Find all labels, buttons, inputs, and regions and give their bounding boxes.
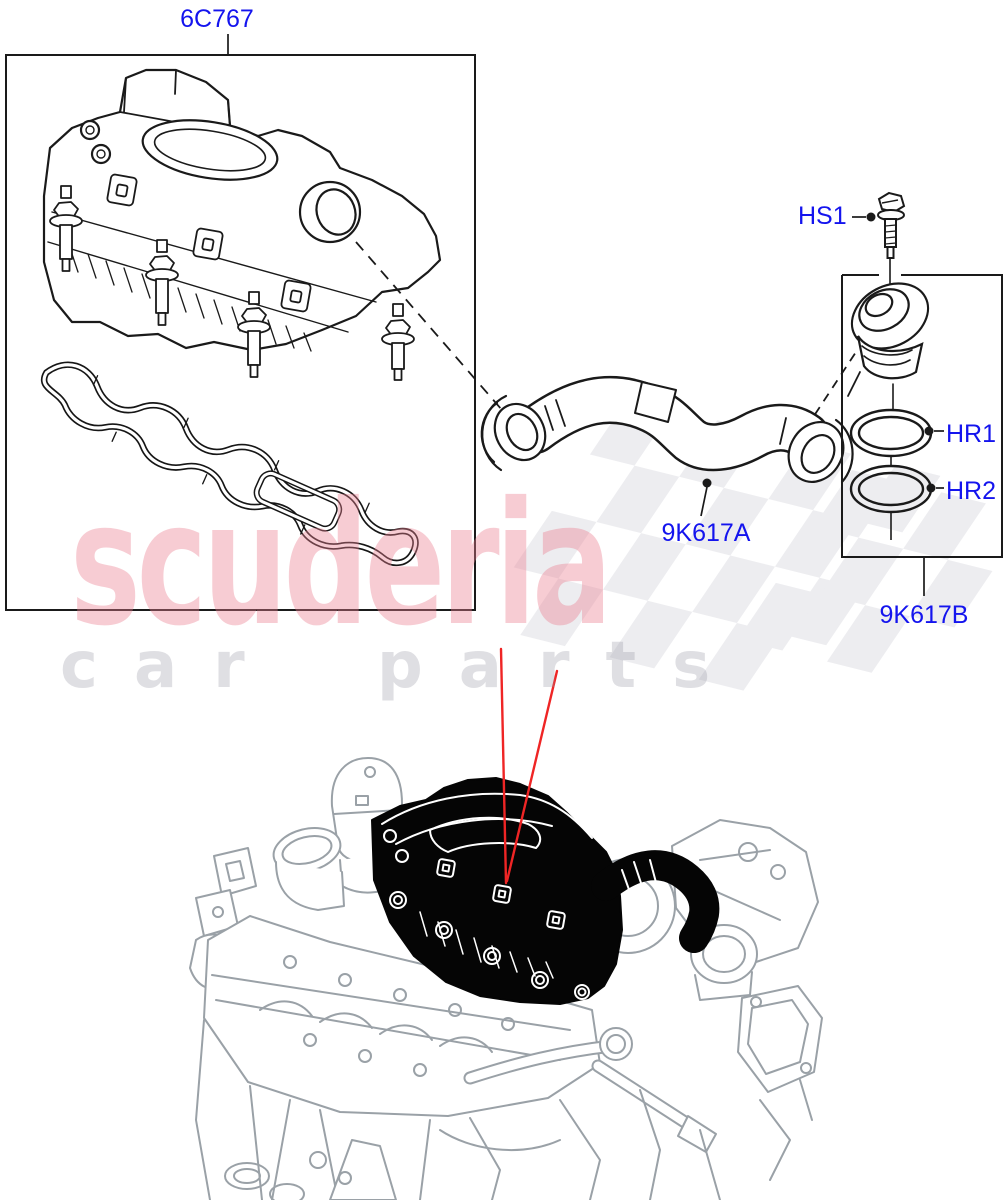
connector-kit-frame (841, 274, 1003, 558)
part-label-connector-kit[interactable]: 9K617B (879, 601, 969, 629)
cover-stud (49, 185, 415, 381)
part-label-hose[interactable]: 9K617A (661, 519, 751, 547)
label-leaders (227, 34, 944, 596)
camshaft-cover-drawing (42, 68, 442, 381)
oring-hr1-drawing (849, 408, 933, 466)
gasket-drawing (41, 361, 419, 567)
highlighted-cover-on-engine (371, 777, 720, 1005)
part-label-screw[interactable]: HS1 (798, 202, 847, 230)
part-label-oring-top[interactable]: HR1 (946, 420, 997, 448)
connector-plug-drawing (847, 282, 930, 411)
part-label-oring-bottom[interactable]: HR2 (946, 477, 997, 505)
checker-flag-watermark (513, 398, 993, 691)
part-label-cover[interactable]: 6C767 (180, 5, 254, 33)
locator-arrows (499, 647, 559, 885)
screw-hs1-drawing (877, 191, 906, 328)
